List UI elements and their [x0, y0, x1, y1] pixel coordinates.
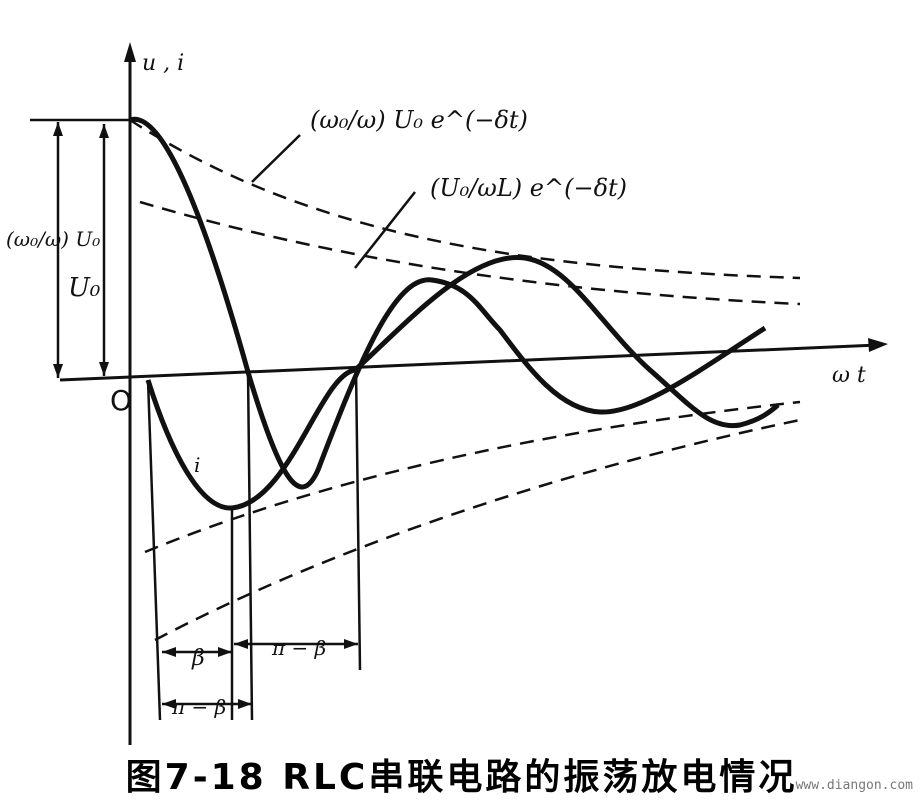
watermark: www.diangon.com — [795, 778, 913, 793]
left-amp-u0-label: U₀ — [68, 273, 101, 303]
envelope-u-lower — [154, 418, 801, 642]
envelope-i-lower — [144, 400, 801, 554]
y-axis-label: u , i — [142, 51, 184, 76]
envelope-u-leader — [251, 134, 301, 183]
dim-beta-arrow-left — [162, 647, 176, 657]
envelope-u-label: (ω₀/ω) U₀ e^(−δt) — [310, 106, 528, 134]
amp-u0-arrow-bottom — [99, 362, 109, 376]
curve-i-label: i — [194, 453, 200, 477]
proj-line-uc-zero — [246, 371, 254, 721]
amp-u-arrow-bottom — [53, 364, 63, 378]
left-amp-u-label: (ω₀/ω) U₀ — [6, 227, 100, 251]
envelope-u-upper — [129, 118, 801, 280]
dim-pi-beta-1-arrow-left — [234, 639, 248, 649]
proj-line-i-zero — [354, 367, 362, 671]
x-axis — [59, 343, 879, 382]
x-axis-label: ω t — [832, 363, 866, 388]
dim-pi-beta-1-arrow-right — [344, 639, 358, 649]
dim-pi-beta-2-arrow-left — [162, 699, 176, 709]
x-axis-arrow — [868, 338, 888, 352]
dim-pi-beta-2-label: π − β — [171, 695, 226, 719]
amp-u-arrow-top — [53, 122, 63, 136]
amp-u0-arrow-top — [99, 124, 109, 138]
dim-beta-arrow-right — [218, 647, 232, 657]
y-axis-arrow — [124, 42, 136, 62]
dim-pi-beta-1-label: π − β — [271, 636, 326, 660]
origin-label: O — [110, 384, 132, 417]
envelope-i-leader — [354, 191, 416, 269]
envelope-i-upper — [139, 200, 801, 306]
proj-line-origin — [146, 379, 162, 721]
dim-beta-label: β — [191, 646, 205, 671]
dim-pi-beta-2-arrow-right — [238, 699, 252, 709]
curve-i — [145, 255, 780, 511]
curve-uc — [129, 116, 767, 490]
envelope-i-label: (U₀/ωL) e^(−δt) — [430, 174, 627, 202]
figure-caption: 图7-18 RLC串联电路的振荡放电情况 — [125, 757, 798, 798]
